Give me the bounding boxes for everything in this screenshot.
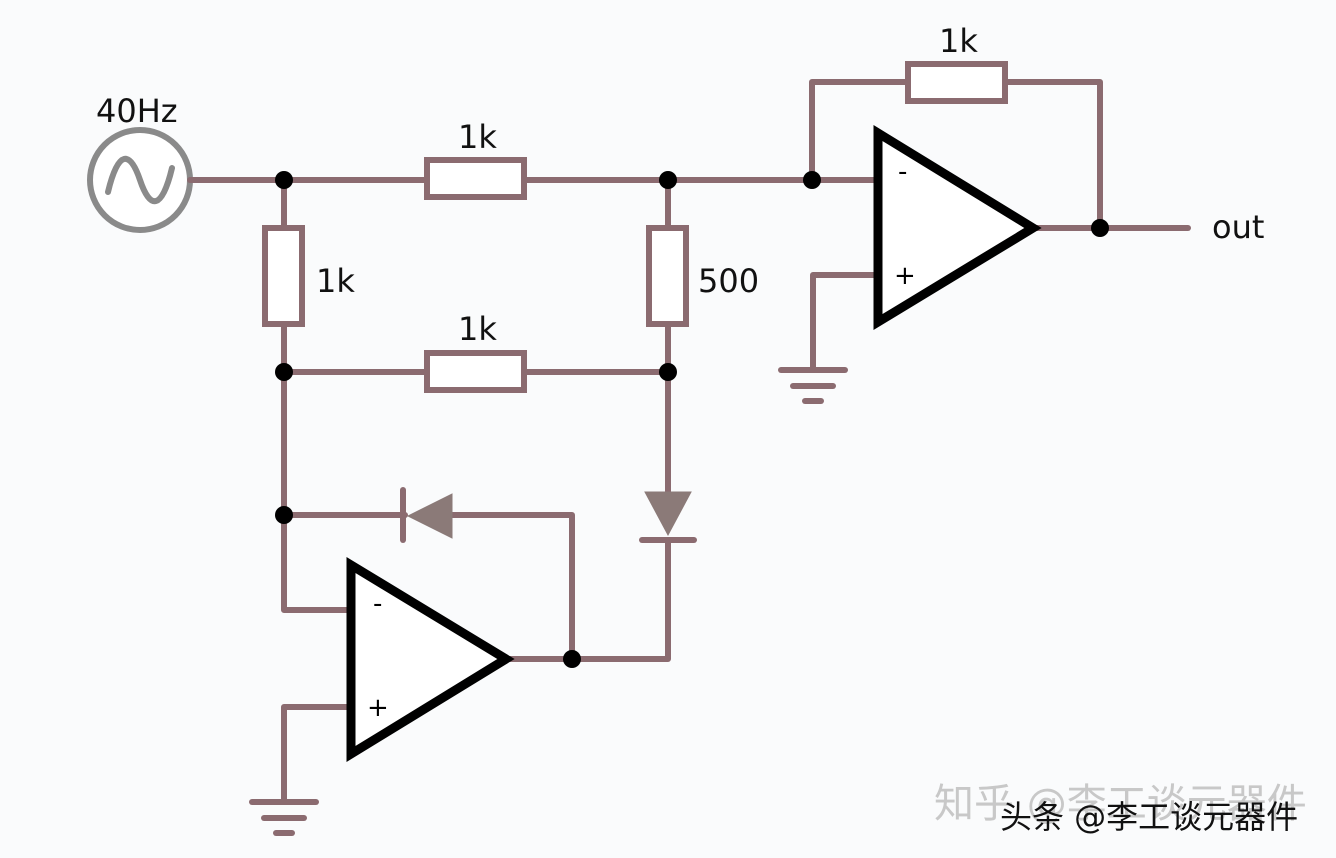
opamp-inverting-pin: - bbox=[373, 589, 382, 619]
resistor-value-label: 500 bbox=[698, 262, 759, 300]
junction-nodes bbox=[275, 171, 1109, 668]
diode-triangle-icon bbox=[644, 491, 692, 537]
sine-wave-icon bbox=[105, 156, 175, 204]
diode-vertical bbox=[639, 491, 697, 543]
wire bbox=[502, 537, 671, 662]
junction-node bbox=[1091, 219, 1109, 237]
opamp-noninverting-pin: + bbox=[367, 693, 389, 723]
ac-source: 40Hz bbox=[87, 92, 193, 233]
watermark-zhihu: 知乎 @李工谈元器件 bbox=[934, 781, 1307, 827]
junction-node bbox=[659, 363, 677, 381]
opamp-top: - + bbox=[873, 124, 1042, 330]
diode-triangle-icon bbox=[406, 493, 453, 539]
ground-top-icon bbox=[778, 367, 848, 404]
opamp-noninverting-pin: + bbox=[894, 261, 916, 291]
resistor-body bbox=[905, 61, 1008, 104]
resistor-top: 1k bbox=[424, 118, 527, 200]
wire bbox=[447, 512, 575, 662]
resistor-left: 1k bbox=[262, 225, 355, 327]
wire bbox=[810, 272, 881, 371]
resistor-middle: 1k bbox=[424, 310, 527, 393]
junction-node bbox=[275, 363, 293, 381]
opamp-inverting-pin: - bbox=[898, 157, 907, 187]
opamp-triangle bbox=[346, 557, 515, 763]
watermark-toutiao: 头条 @李工谈元器件 bbox=[1000, 798, 1298, 836]
resistor-body bbox=[424, 350, 527, 393]
resistor-value-label: 1k bbox=[316, 262, 355, 300]
junction-node bbox=[563, 650, 581, 668]
wire bbox=[809, 79, 911, 183]
junction-node bbox=[659, 171, 677, 189]
resistor-value-label: 1k bbox=[458, 310, 497, 348]
junction-node bbox=[275, 171, 293, 189]
wire bbox=[281, 319, 353, 613]
source-frequency-label: 40Hz bbox=[96, 92, 178, 130]
opamp-triangle bbox=[873, 124, 1042, 330]
resistor-body bbox=[424, 157, 527, 200]
output-label: out bbox=[1212, 208, 1264, 246]
resistor-body bbox=[646, 225, 689, 327]
junction-node bbox=[803, 171, 821, 189]
wire bbox=[1002, 79, 1103, 231]
resistor-feedback: 1k bbox=[905, 22, 1008, 104]
resistor-body bbox=[262, 225, 305, 327]
resistor-right: 500 bbox=[646, 225, 759, 327]
junction-node bbox=[275, 506, 293, 524]
resistor-value-label: 1k bbox=[458, 118, 497, 156]
wires bbox=[187, 79, 1191, 803]
wire bbox=[281, 704, 353, 803]
resistor-value-label: 1k bbox=[939, 22, 978, 60]
opamp-bottom: - + bbox=[346, 557, 515, 763]
ground-bottom-icon bbox=[249, 799, 319, 836]
diode-horizontal bbox=[400, 487, 453, 543]
